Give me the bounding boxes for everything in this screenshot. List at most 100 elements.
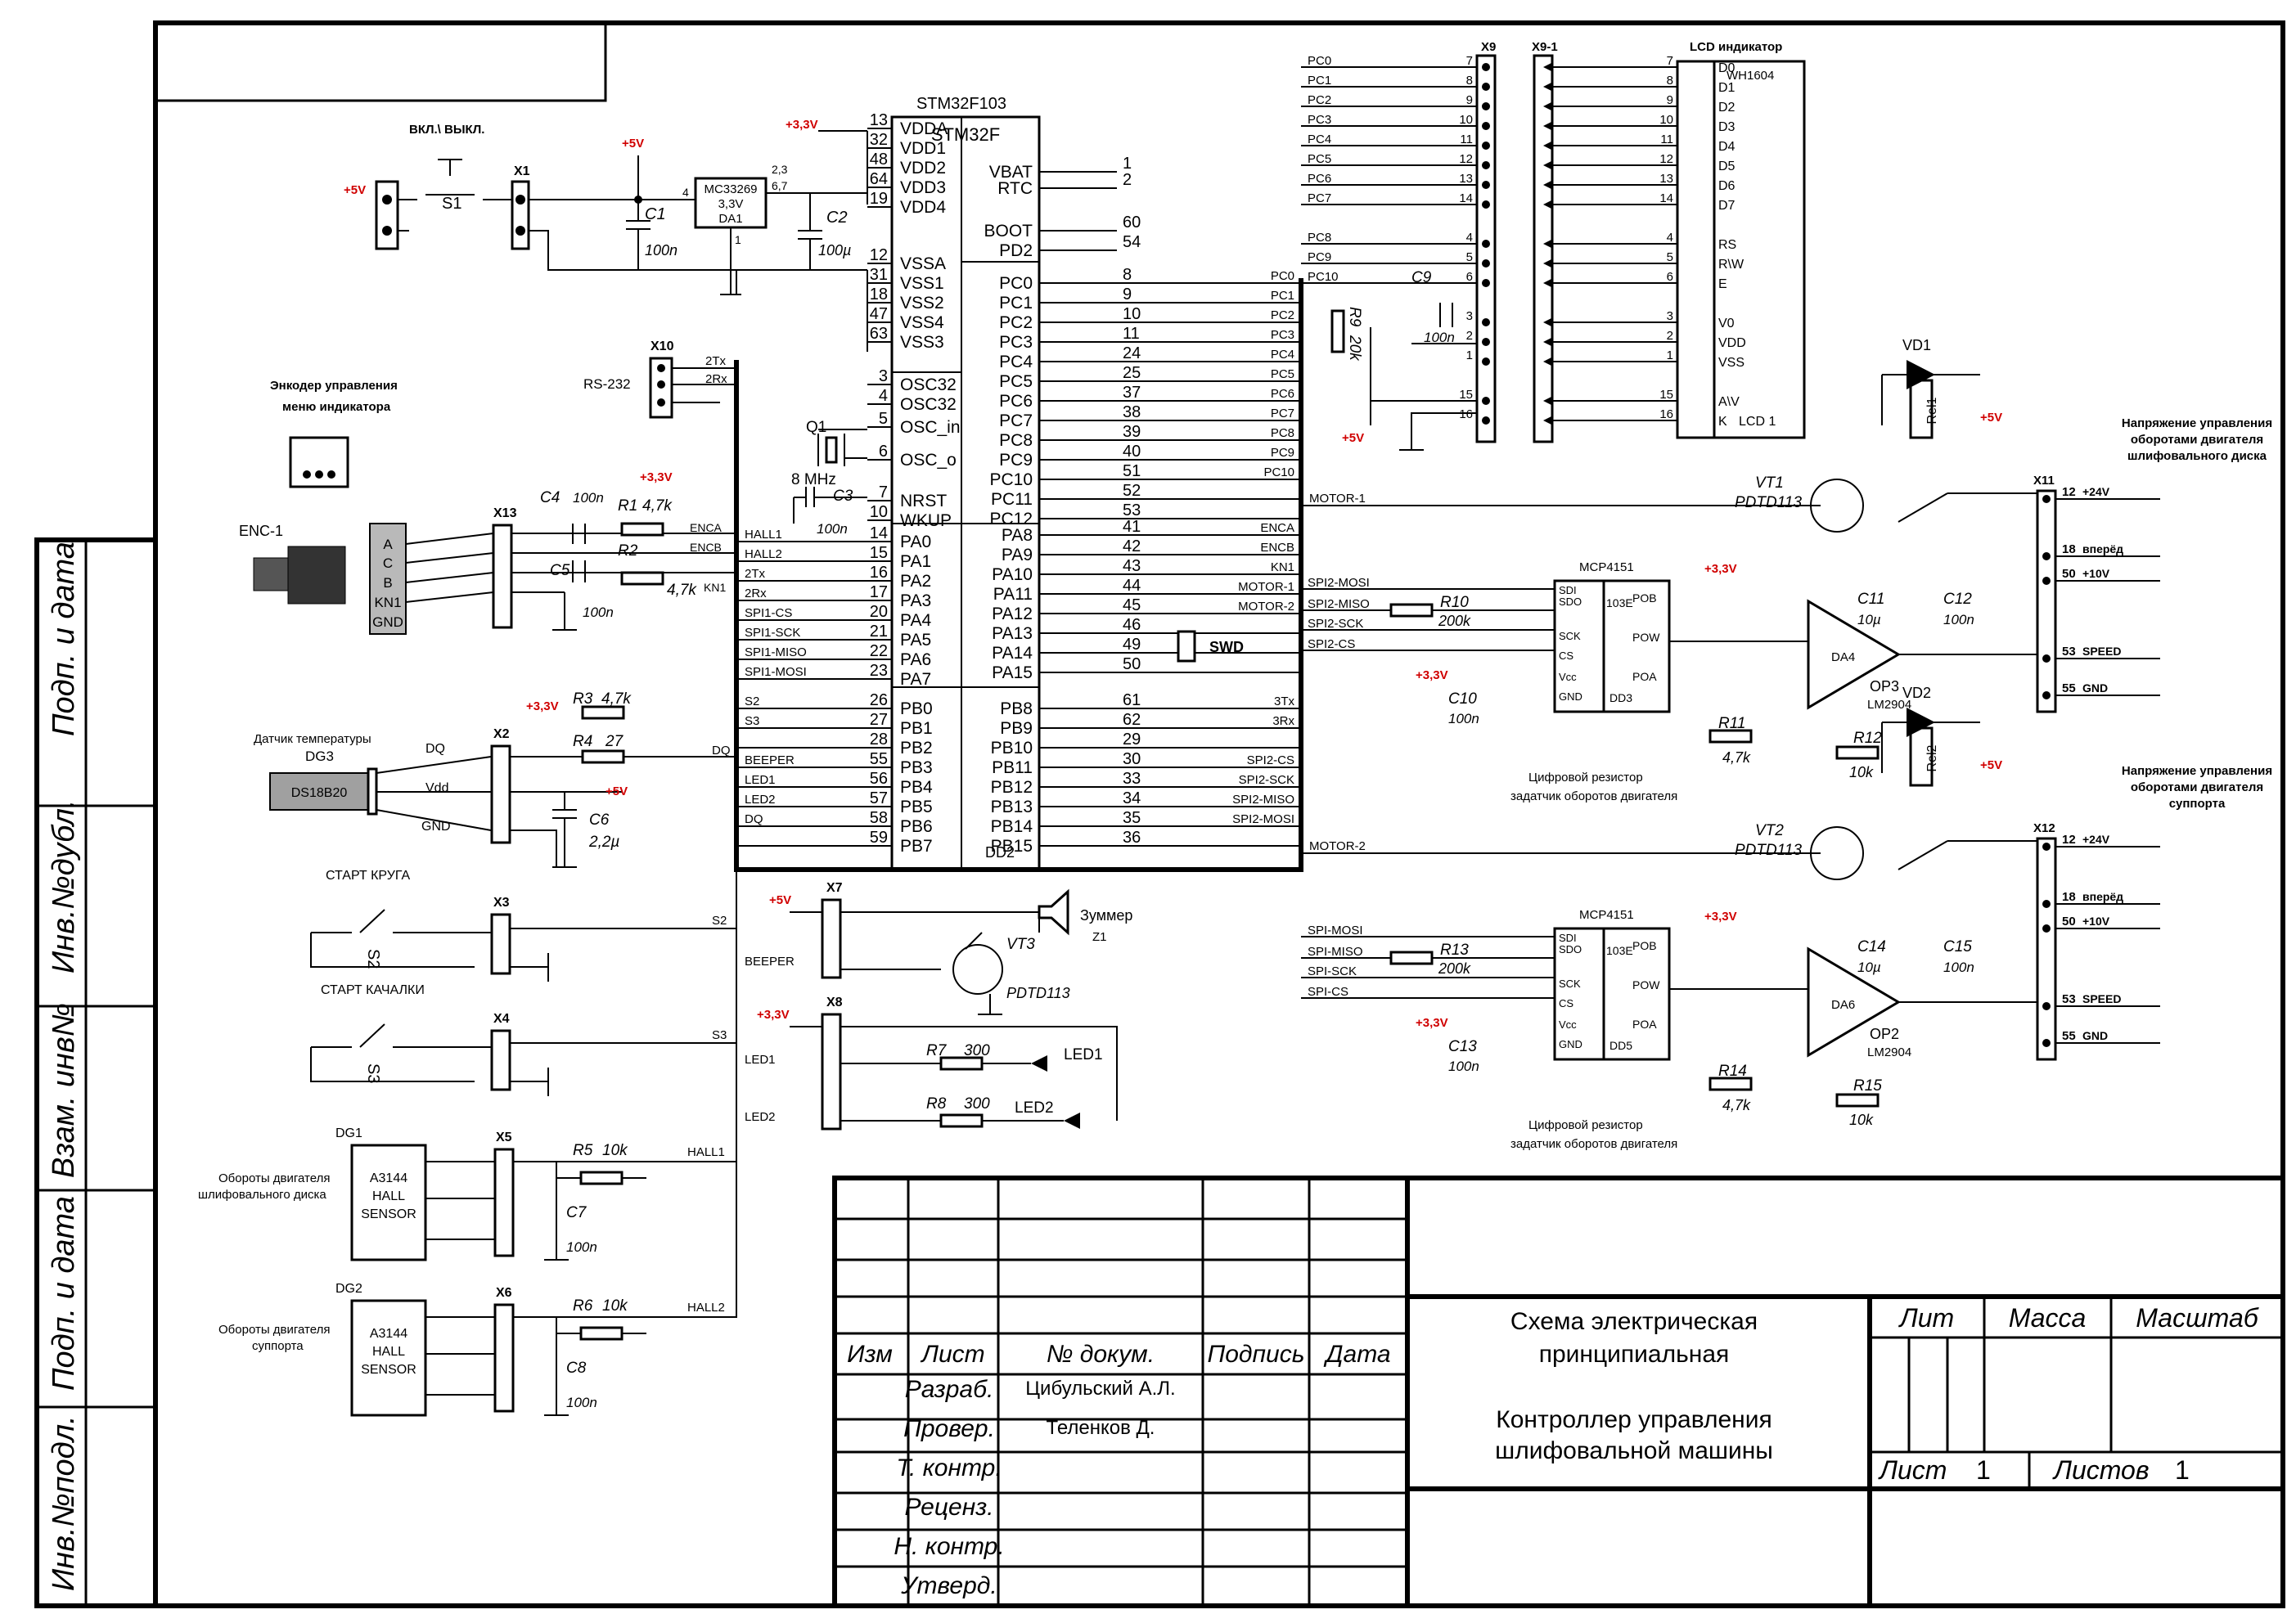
pot-pin-name: CS: [1559, 650, 1573, 662]
mcu-pin-name: VDD2: [900, 159, 946, 178]
hall-title: Обороты двигателя: [218, 1323, 330, 1337]
x8-label: X8: [826, 996, 843, 1009]
r9-label: R9: [1346, 307, 1363, 327]
lcd-pin-num: 13: [1659, 172, 1673, 186]
encoder-pin-label: B: [383, 575, 392, 591]
connector-pin: [1482, 122, 1490, 130]
c7-value: 100n: [566, 1239, 597, 1255]
mcu-pin-number: 53: [1123, 501, 1141, 519]
transistor-part: PDTD113: [1735, 494, 1802, 511]
lcd-pin-name: R\W: [1718, 258, 1745, 272]
mcu-pin-name: PA15: [992, 663, 1033, 682]
c2-value: 100µ: [818, 242, 851, 259]
mcu-pin-name: PB7: [900, 837, 933, 856]
pot-ref: DD3: [1609, 691, 1632, 704]
sheet-label: Лист: [1878, 1455, 1947, 1485]
connector-arrow: [1543, 239, 1553, 249]
mcu-pin-name: VDDA: [900, 119, 948, 138]
lcd-pin-num: 10: [1659, 113, 1673, 127]
mcu-left-net: DQ: [745, 812, 763, 826]
buttons: СТАРТ КРУГА S2 X3 S2 СТАРТ КАЧАЛКИ S3 X4…: [310, 869, 736, 1096]
connector-arrow: [1543, 200, 1553, 209]
side-label: Взам. инв№: [47, 1003, 81, 1178]
output-pin: [2042, 900, 2051, 908]
relay-label: Rel1: [1925, 397, 1939, 424]
ds18b20-label: DS18B20: [291, 786, 348, 800]
resistor-value: 200k: [1438, 613, 1471, 629]
temp-pin: Vdd: [425, 781, 448, 795]
transistor-label: VT2: [1755, 822, 1784, 839]
mcu-pin-number: 57: [870, 789, 888, 807]
output-pin: [2042, 577, 2051, 585]
mcu-pin-number: 12: [870, 246, 888, 264]
tb-role: Реценз.: [905, 1494, 994, 1521]
mcu-pin-number: 40: [1123, 443, 1141, 461]
enc-net: ENCA: [690, 521, 723, 534]
pot-title: MCP4151: [1579, 560, 1634, 574]
mcu-right-net: PC10: [1263, 465, 1294, 479]
lcd-pin-num: 7: [1466, 54, 1473, 68]
x7-label: X7: [826, 881, 843, 895]
pot-pin-name: SCK: [1559, 630, 1581, 642]
mcu-pin-number: 36: [1123, 829, 1141, 847]
output-connector: [2036, 837, 2057, 1061]
output-pin-label: SPEED: [2082, 992, 2121, 1005]
cap-value: 10µ: [1857, 960, 1881, 975]
mcu-pin-name: OSC_o: [900, 451, 957, 470]
mcu-right-net: ENCA: [1260, 521, 1294, 535]
connector-pin: [1482, 318, 1490, 326]
reg-label: 3,3V: [718, 197, 744, 211]
cap-label: C13: [1448, 1038, 1477, 1055]
x5-connector: [493, 1148, 515, 1257]
motor-circuit-2: MOTOR-2VT2PDTD113Rel2VD2+5VMCP4151103EDD…: [1301, 685, 2272, 1151]
pot-pin-name: POW: [1632, 978, 1660, 991]
x13-label: X13: [493, 506, 517, 520]
drawing-title: принципиальная: [1539, 1341, 1730, 1368]
lcd-pin-num: 15: [1459, 388, 1473, 402]
mcu-pin-number: 26: [870, 691, 888, 709]
mcu-pin-number: 44: [1123, 577, 1141, 595]
tb-column-header: Подпись: [1208, 1341, 1305, 1368]
c6-value: 2,2µ: [588, 834, 619, 851]
mcu-pin-number: 62: [1123, 711, 1141, 729]
cap-value: 10µ: [1857, 612, 1881, 627]
transistor-symbol: [1810, 479, 1864, 533]
mcu-pin-number: 39: [1123, 423, 1141, 441]
rs232: X10 RS-232 2Tx 2Rx: [583, 339, 736, 419]
temp-v33: +3,3V: [526, 699, 559, 713]
x3-connector: [490, 913, 511, 975]
lcd-pin-num: 6: [1466, 270, 1473, 284]
mcu-right-net: PC2: [1271, 308, 1294, 322]
mcu-pin-name: PC5: [999, 372, 1033, 391]
output-pin: [2042, 924, 2051, 933]
mcu-right-net: 3Tx: [1274, 695, 1295, 708]
mcu-pin-name: PD2: [999, 241, 1033, 260]
mcu-left-net: SPI1-SCK: [745, 626, 800, 640]
mcu-pin-name: VDD1: [900, 139, 946, 158]
r8-value: 300: [964, 1095, 990, 1113]
x1-label: X1: [514, 164, 530, 178]
s2-net: S2: [712, 914, 727, 928]
lcd-pin-num: 2: [1667, 329, 1673, 343]
sheets-label: Листов: [2052, 1455, 2150, 1485]
x3-label: X3: [493, 896, 510, 910]
mcu-pin-name: VDD4: [900, 198, 946, 217]
reg-pin: 1: [735, 233, 741, 246]
lcd-pin-num: 12: [1459, 152, 1473, 166]
tb-role: Т. контр.: [896, 1454, 1002, 1481]
output-pin-label: +24V: [2082, 485, 2110, 498]
mcu-pin-name: PC11: [991, 490, 1033, 509]
mcu-pin-name: NRST: [900, 492, 947, 510]
c1-value: 100n: [645, 242, 678, 259]
mcu-right-net: SPI2-SCK: [1239, 773, 1294, 787]
lcd-pin-num: 2: [1466, 329, 1473, 343]
q1-label: Q1: [806, 419, 826, 436]
mcu-pin-name: PA5: [900, 631, 931, 650]
mcu-pin-number: 22: [870, 642, 888, 660]
mcu-pin-number: 46: [1123, 616, 1141, 634]
mcu-pin-number: 54: [1123, 233, 1141, 251]
mcu-pin-number: 43: [1123, 557, 1141, 575]
mcu-pin-name: VSSA: [900, 254, 946, 273]
mcu-pin-number: 37: [1123, 384, 1141, 402]
r9-value: 20k: [1346, 335, 1363, 362]
